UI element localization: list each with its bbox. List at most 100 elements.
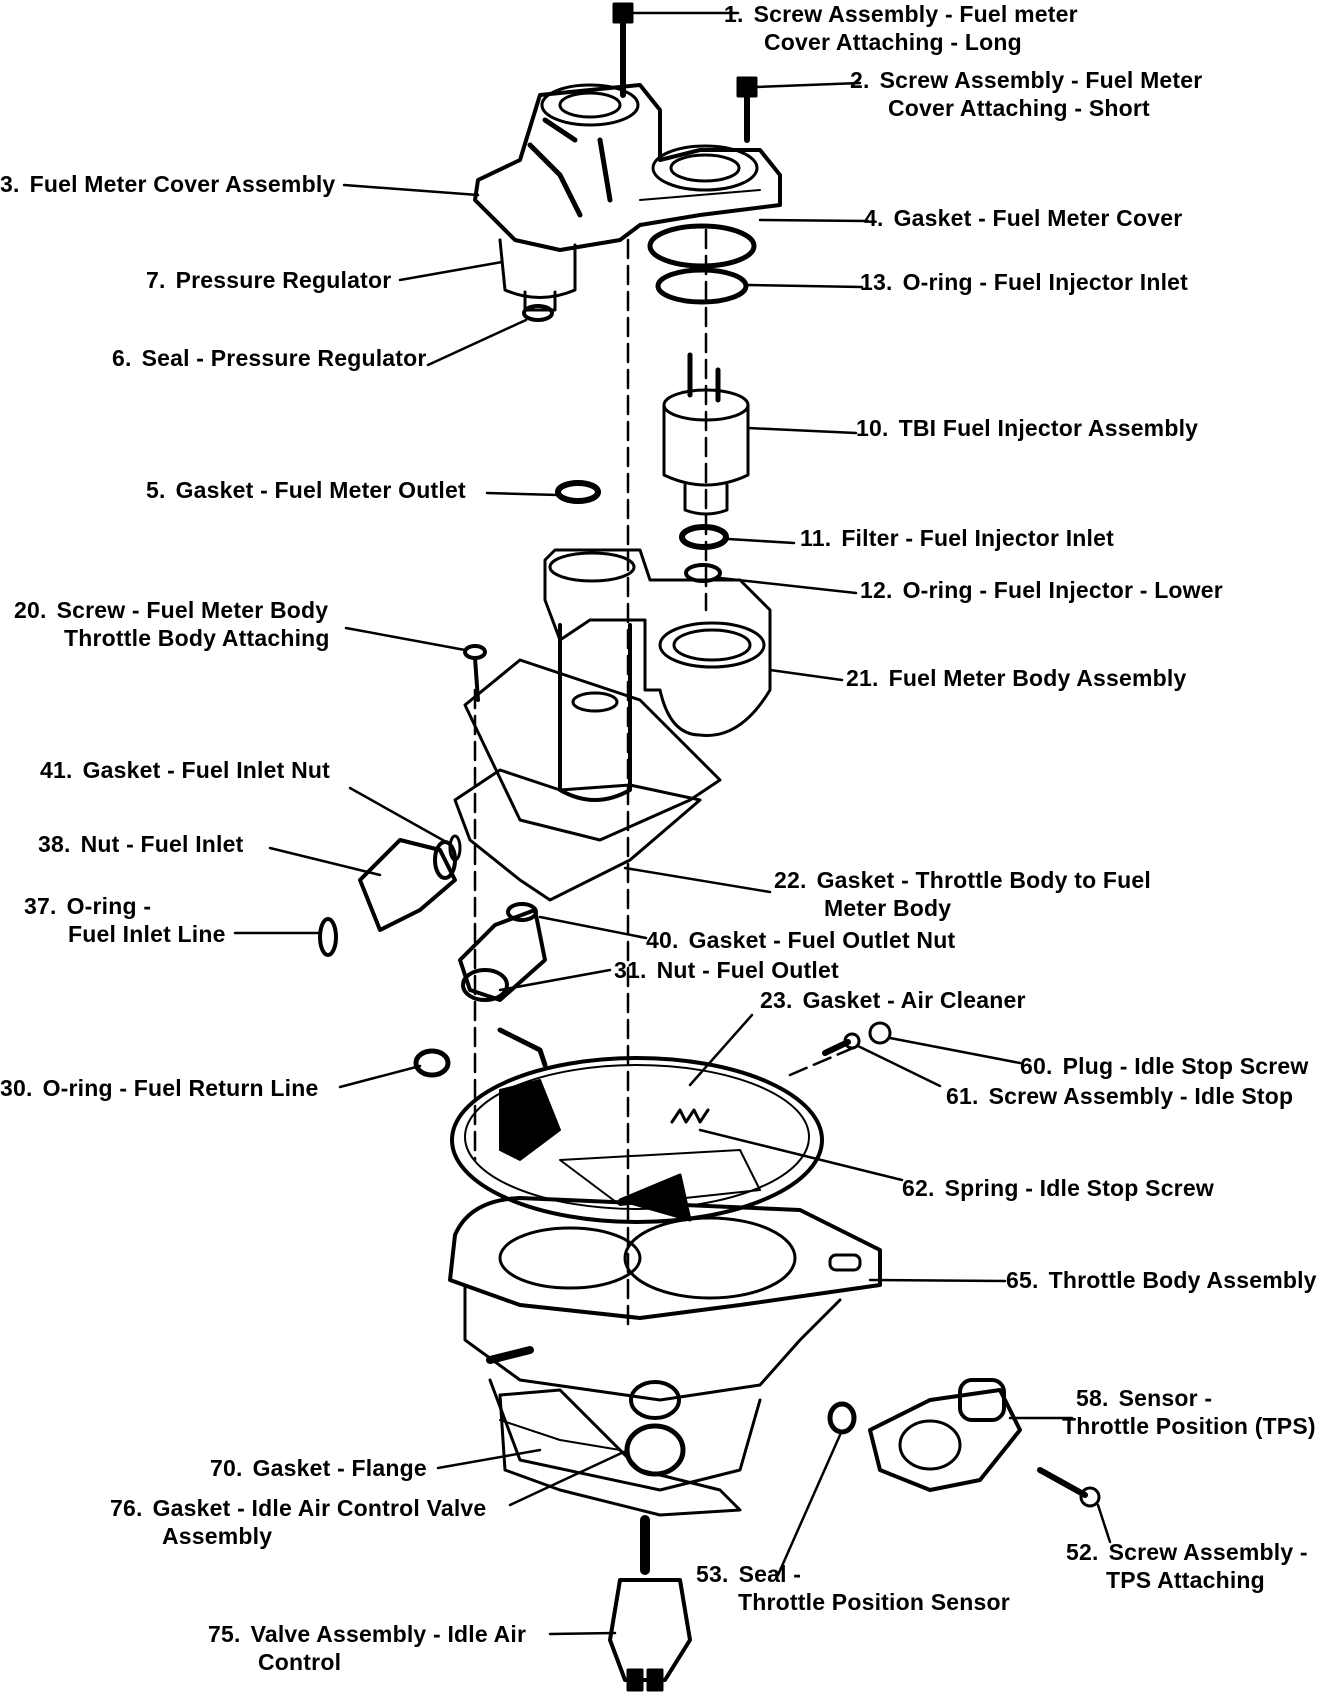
label-23-text: Gasket - Air Cleaner — [802, 987, 1026, 1013]
label-65-text: Throttle Body Assembly — [1048, 1267, 1317, 1293]
label-6: 6. Seal - Pressure Regulator — [112, 344, 427, 372]
label-10-text: TBI Fuel Injector Assembly — [898, 415, 1199, 441]
label-38-number: 38. — [38, 831, 71, 857]
label-61-text: Screw Assembly - Idle Stop — [988, 1083, 1294, 1109]
pressure-regulator — [498, 238, 577, 312]
label-3-number: 3. — [0, 171, 20, 197]
label-2-number: 2. — [850, 67, 870, 93]
label-58-text: Sensor - — [1118, 1385, 1213, 1411]
seal-pressure-regulator — [522, 304, 554, 322]
label-30-number: 30. — [0, 1075, 33, 1101]
label-31-number: 31. — [614, 957, 647, 983]
label-3: 3.Fuel Meter Cover Assembly — [0, 170, 335, 198]
gasket-fuel-meter-outlet — [555, 480, 601, 504]
throttle-body-internal — [497, 1027, 761, 1222]
label-6-text: Seal - Pressure Regulator — [141, 345, 427, 371]
label-23: 23. Gasket - Air Cleaner — [760, 986, 1026, 1014]
oring-injector-inlet — [655, 267, 749, 305]
nut-fuel-outlet — [458, 902, 547, 1002]
screw-long — [612, 2, 634, 98]
label-41: 41.Gasket - Fuel Inlet Nut — [40, 756, 330, 784]
label-22-number: 22. — [774, 867, 807, 893]
label-30-text: O-ring - Fuel Return Line — [42, 1075, 319, 1101]
label-58: 58.Sensor -Throttle Position (TPS) — [1062, 1384, 1316, 1440]
screw-idle-stop — [822, 1032, 861, 1056]
tbi-fuel-injector — [662, 352, 750, 516]
label-5-text: Gasket - Fuel Meter Outlet — [175, 477, 466, 503]
filter-injector-inlet — [679, 524, 729, 550]
label-52: 52.Screw Assembly -TPS Attaching — [1066, 1538, 1308, 1594]
label-38-text: Nut - Fuel Inlet — [80, 831, 244, 857]
label-75-number: 75. — [208, 1621, 241, 1647]
label-6-number: 6. — [112, 345, 132, 371]
label-61-number: 61. — [946, 1083, 979, 1109]
label-65: 65. Throttle Body Assembly — [1006, 1266, 1317, 1294]
label-20-text: Screw - Fuel Meter Body — [56, 597, 329, 623]
gasket-flange — [498, 1388, 742, 1517]
label-31-text: Nut - Fuel Outlet — [656, 957, 839, 983]
label-31: 31. Nut - Fuel Outlet — [614, 956, 839, 984]
oring-fuel-inlet-line — [318, 917, 338, 957]
screw-fuel-meter-body — [463, 644, 487, 702]
label-4-text: Gasket - Fuel Meter Cover — [893, 205, 1183, 231]
label-37-number: 37. — [24, 893, 57, 919]
label-23-number: 23. — [760, 987, 793, 1013]
label-65-number: 65. — [1006, 1267, 1039, 1293]
label-52-text: Screw Assembly - — [1108, 1539, 1308, 1565]
label-1-text-2: Cover Attaching - Long — [764, 29, 1022, 55]
plug-idle-stop-screw — [868, 1021, 892, 1045]
label-11-text: Filter - Fuel Injector Inlet — [841, 525, 1114, 551]
spring-idle-stop — [670, 1108, 710, 1124]
label-38: 38. Nut - Fuel Inlet — [38, 830, 244, 858]
valve-idle-air-control — [608, 1515, 692, 1692]
label-10: 10.TBI Fuel Injector Assembly — [856, 414, 1198, 442]
label-62-text: Spring - Idle Stop Screw — [944, 1175, 1214, 1201]
label-53-number: 53. — [696, 1561, 729, 1587]
label-62-number: 62. — [902, 1175, 935, 1201]
gasket-air-cleaner — [450, 1056, 824, 1224]
label-75-text: Valve Assembly - Idle Air — [250, 1621, 527, 1647]
label-30: 30. O-ring - Fuel Return Line — [0, 1074, 318, 1102]
label-40: 40.Gasket - Fuel Outlet Nut — [646, 926, 955, 954]
label-53-text: Seal - — [738, 1561, 802, 1587]
label-52-number: 52. — [1066, 1539, 1099, 1565]
label-22-text: Gasket - Throttle Body to Fuel — [816, 867, 1151, 893]
label-4: 4.Gasket - Fuel Meter Cover — [864, 204, 1182, 232]
label-60: 60.Plug - Idle Stop Screw — [1020, 1052, 1309, 1080]
fuel-meter-cover — [473, 83, 782, 252]
label-5: 5.Gasket - Fuel Meter Outlet — [146, 476, 466, 504]
label-1-number: 1. — [724, 1, 744, 27]
label-70-number: 70. — [210, 1455, 243, 1481]
label-11: 11.Filter - Fuel Injector Inlet — [800, 524, 1114, 552]
label-76-text: Gasket - Idle Air Control Valve — [152, 1495, 487, 1521]
label-13-text: O-ring - Fuel Injector Inlet — [902, 269, 1189, 295]
label-1-text: Screw Assembly - Fuel meter — [753, 1, 1078, 27]
gasket-fuel-meter-cover — [647, 223, 757, 269]
throttle-body-assembly — [448, 1196, 882, 1492]
label-62: 62. Spring - Idle Stop Screw — [902, 1174, 1214, 1202]
seal-tps — [827, 1401, 857, 1435]
label-41-text: Gasket - Fuel Inlet Nut — [82, 757, 330, 783]
label-12-text: O-ring - Fuel Injector - Lower — [902, 577, 1223, 603]
fuel-meter-body — [463, 548, 772, 842]
oring-fuel-return-line — [413, 1048, 451, 1078]
label-21-text: Fuel Meter Body Assembly — [888, 665, 1187, 691]
label-60-number: 60. — [1020, 1053, 1053, 1079]
label-37-text: O-ring - — [66, 893, 152, 919]
label-76-text-2: Assembly — [162, 1523, 273, 1549]
throttle-position-sensor — [868, 1378, 1022, 1492]
label-21: 21.Fuel Meter Body Assembly — [846, 664, 1187, 692]
label-76-number: 76. — [110, 1495, 143, 1521]
label-7: 7.Pressure Regulator — [146, 266, 391, 294]
label-20-text-2: Throttle Body Attaching — [64, 625, 330, 651]
label-75-text-2: Control — [258, 1649, 342, 1675]
label-53: 53.Seal -Throttle Position Sensor — [696, 1560, 1010, 1616]
